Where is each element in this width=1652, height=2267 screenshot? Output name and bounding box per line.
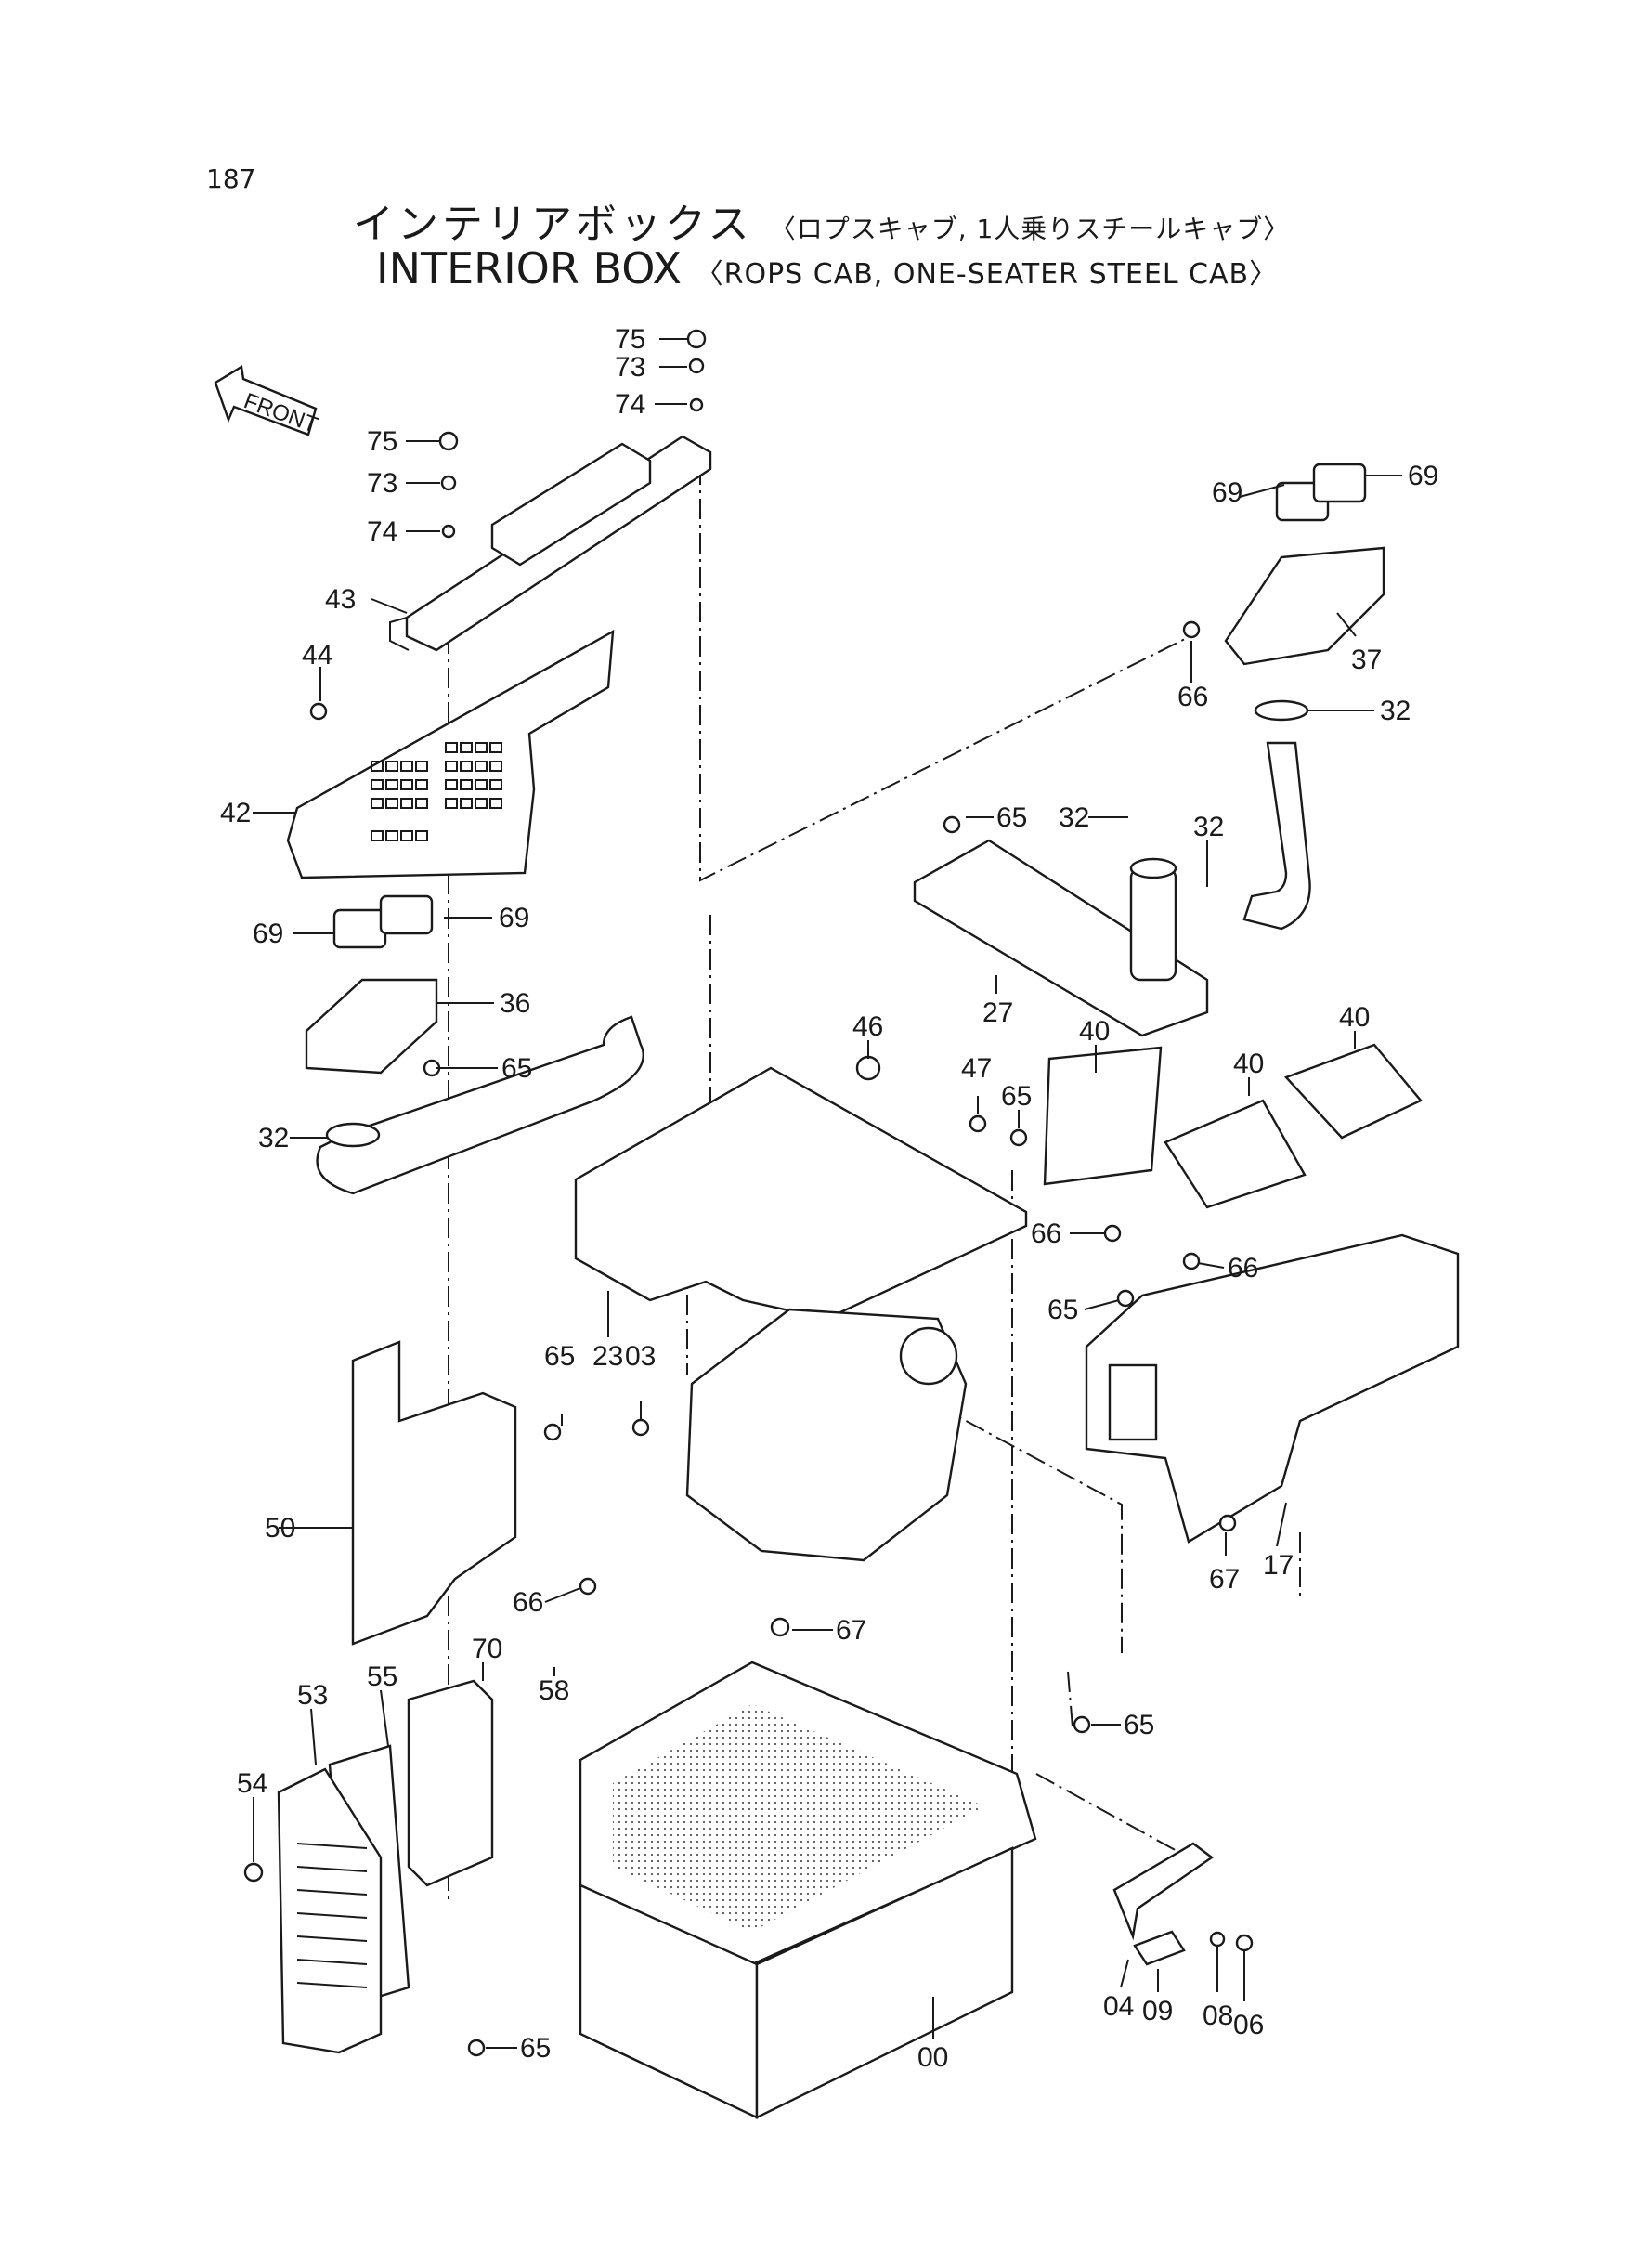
- part-32-flexible-hose-right: [1242, 699, 1311, 931]
- part-17-console-box: [1085, 1233, 1460, 1544]
- callout-73: 73: [367, 468, 397, 499]
- callout-53: 53: [297, 1680, 328, 1711]
- callout-74: 74: [367, 516, 397, 547]
- callout-50: 50: [265, 1513, 295, 1544]
- callout-69-right-a: 69: [1212, 477, 1242, 508]
- callout-17: 17: [1263, 1550, 1294, 1581]
- title-japanese: インテリアボックス 〈ロプスキャブ, 1人乗りスチールキャブ〉: [353, 190, 1290, 250]
- callout-70: 70: [472, 1634, 502, 1664]
- callout-67-console: 67: [1209, 1564, 1240, 1595]
- callout-54: 54: [237, 1768, 267, 1799]
- part-70-filter-element: [407, 1679, 494, 1887]
- callout-65-bracket: 65: [544, 1341, 575, 1372]
- fasteners: [243, 329, 1254, 2057]
- callout-23: 23: [592, 1341, 623, 1372]
- part-04-bracket: [1112, 1842, 1215, 1966]
- callout-40-c: 40: [1233, 1049, 1264, 1079]
- title-english-sub: 〈ROPS CAB, ONE-SEATER STEEL CAB〉: [695, 258, 1279, 291]
- callout-32-right: 32: [1380, 696, 1411, 726]
- callout-65-left: 65: [501, 1053, 532, 1084]
- title-english: INTERIOR BOX 〈ROPS CAB, ONE-SEATER STEEL…: [376, 243, 1278, 293]
- part-36-vent-mount: [305, 894, 438, 1075]
- callout-36: 36: [500, 988, 530, 1019]
- callout-04: 04: [1103, 1991, 1134, 2022]
- callout-40-b: 40: [1339, 1002, 1370, 1033]
- callout-06: 06: [1233, 2010, 1264, 2040]
- callout-labels: 75 73 74 75 73 74 43 44 42 69 69 36 65 3…: [220, 324, 1438, 2073]
- callout-46: 46: [852, 1011, 883, 1042]
- callout-73-upper: 73: [615, 352, 645, 383]
- part-37-vent-mount: [1224, 463, 1385, 666]
- page-number: 187: [206, 163, 256, 194]
- callout-09: 09: [1142, 1996, 1173, 2026]
- callout-43: 43: [325, 584, 356, 615]
- callout-55: 55: [367, 1661, 397, 1692]
- callout-32-left: 32: [258, 1123, 289, 1153]
- callout-65-duct: 65: [996, 802, 1027, 833]
- callout-42: 42: [220, 798, 251, 828]
- callout-69-left-b: 69: [499, 903, 529, 933]
- callout-65-box: 65: [1124, 1710, 1154, 1740]
- callout-00: 00: [917, 2042, 948, 2073]
- part-32-flexible-hose-left: [316, 1015, 644, 1195]
- part-43-duct-cover: [389, 435, 712, 652]
- callout-66-right: 66: [1177, 682, 1208, 712]
- callout-66-lower: 66: [513, 1587, 543, 1618]
- callout-75: 75: [367, 426, 397, 457]
- callout-66-console-b: 66: [1228, 1253, 1258, 1283]
- heater-unit: [685, 1308, 968, 1562]
- callout-65-cover: 65: [520, 2033, 551, 2064]
- part-27-air-duct: [913, 839, 1209, 1037]
- title-english-main: INTERIOR BOX: [376, 243, 682, 293]
- callout-44: 44: [302, 640, 332, 671]
- callout-74-upper: 74: [615, 389, 645, 420]
- callout-32-duct-a: 32: [1059, 802, 1089, 833]
- callout-65-center: 65: [1001, 1081, 1032, 1112]
- callout-40-a: 40: [1079, 1016, 1110, 1047]
- callout-08: 08: [1203, 2000, 1233, 2031]
- leader-lines: [253, 338, 1402, 2049]
- callout-75-upper: 75: [615, 324, 645, 355]
- callout-67-lower: 67: [836, 1615, 866, 1646]
- callout-69-right-b: 69: [1408, 461, 1438, 491]
- callout-66-console: 66: [1031, 1218, 1061, 1249]
- part-00-lower-box: [579, 1661, 1037, 2119]
- part-42-grille-panel: [286, 629, 615, 879]
- callout-37: 37: [1351, 645, 1382, 675]
- part-50-bracket: [351, 1340, 517, 1646]
- part-23-floor-plate: [574, 1066, 1028, 1321]
- callout-03: 03: [625, 1341, 656, 1372]
- callout-32-duct-b: 32: [1193, 812, 1224, 842]
- front-arrow: FRONT: [214, 365, 321, 438]
- callout-47: 47: [961, 1053, 992, 1084]
- title-japanese-sub: 〈ロプスキャブ, 1人乗りスチールキャブ〉: [769, 214, 1291, 244]
- callout-69-left-a: 69: [253, 919, 283, 949]
- title-japanese-main: インテリアボックス: [353, 201, 753, 248]
- part-40-filters: [1043, 1043, 1423, 1209]
- callout-65-console: 65: [1047, 1295, 1078, 1325]
- part-53-louver-cover: [277, 1767, 383, 2054]
- callout-58: 58: [539, 1675, 569, 1706]
- callout-27: 27: [982, 997, 1013, 1028]
